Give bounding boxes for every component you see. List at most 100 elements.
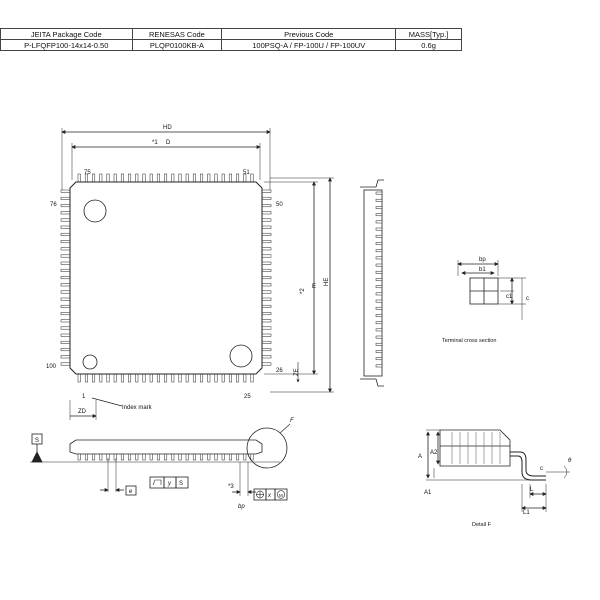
dim-star3: *3 [228,484,234,490]
package-pin [375,220,383,224]
dim-he: HE [324,278,330,286]
pin-label-50: 50 [276,202,283,208]
package-pin [113,453,117,461]
dim-zd: ZD [78,409,87,415]
table-cell: 100PSQ-A / FP-100U / FP-100UV [221,39,397,51]
package-pin [185,453,189,461]
package-pin [375,299,383,303]
dim-a1: A1 [424,490,432,496]
dim-c-detail: c [540,466,543,472]
pin-label-51: 51 [243,170,250,176]
dim-d: D [166,140,171,146]
package-pin [92,453,96,461]
package-pin [375,335,383,339]
package-pin [171,453,175,461]
dim-bp-cross: bp [479,257,486,263]
package-pin [375,306,383,310]
package-pin [375,263,383,267]
package-pin [375,191,383,195]
detail-f: A A2 A1 θ c L L1 Detail F [418,429,572,528]
package-pin [375,350,383,353]
package-pin [375,234,383,238]
tolerance-s: S [179,481,183,487]
dim-a2: A2 [430,450,438,456]
package-pin [120,453,124,461]
package-pin [375,249,383,253]
mold-mark-circle [83,199,107,223]
dim-theta: θ [568,458,572,464]
side-body [363,189,383,377]
datum-s: S [35,438,39,444]
package-pin [149,453,153,461]
index-mark-leader [91,397,123,407]
dim-a: A [418,454,422,460]
package-pin [128,453,132,461]
package-body [69,181,263,375]
dim-bp: bp [238,504,245,510]
table-row: P-LFQFP100-14x14-0.50 PLQP0100KB-A 100PS… [0,39,462,51]
dim-l1: L1 [523,510,530,516]
package-pin [375,328,383,332]
index-mark-label: Index mark [122,405,153,411]
package-pin [375,206,383,209]
package-pin [375,364,383,368]
dim-d-star: *1 [152,140,158,146]
side-view-horizontal: S F e y S *3 bp x [30,418,294,510]
package-pin [236,453,240,461]
package-pin [221,453,225,461]
pin-label-25: 25 [244,394,251,400]
package-pin [375,270,383,274]
package-pin [228,453,232,461]
package-pin [250,453,254,461]
package-pin [214,453,218,461]
package-pin [375,227,383,231]
dim-c1: c1 [506,294,513,300]
detail-f-circle [246,427,288,469]
side-view-vertical [360,179,384,387]
index-mark-circle [82,354,98,370]
pins-right [260,189,272,366]
package-pin [77,453,81,461]
pins-top [77,173,254,184]
package-pin [375,285,383,289]
dim-e-pitch: e [129,489,133,495]
detail-f-ref: F [290,418,294,424]
detail-f-label: Detail F [472,522,492,528]
pin-label-100: 100 [46,364,57,370]
pin-label-26: 26 [276,368,283,374]
package-pin [375,278,383,281]
package-pin [178,453,182,461]
package-pin [84,453,88,461]
package-pin [375,342,383,346]
package-pin [375,292,383,296]
mold-mark-circle [229,344,253,368]
package-pin [200,453,204,461]
pin-label-1: 1 [82,394,86,400]
pin-label-75: 75 [84,170,91,176]
tolerance-y: y [167,481,172,487]
package-pin [375,198,383,202]
package-pin [375,256,383,260]
tolerance-m: M [279,493,283,498]
table-cell: 0.6g [395,39,462,51]
terminal-cross-section-label: Terminal cross section [442,338,496,344]
side-pins [375,191,383,368]
table-cell: PLQP0100KB-A [131,39,223,51]
package-pin [156,453,160,461]
package-pin [142,453,146,461]
tolerance-x: x [267,493,272,499]
dim-l: L [530,487,534,493]
dim-e: E [312,284,316,290]
dim-e-box [125,485,137,496]
package-pin [99,453,103,461]
package-info-table: JEITA Package Code RENESAS Code Previous… [0,28,462,51]
package-pin [164,453,168,461]
dim-c: c [526,296,529,302]
package-pin [243,453,247,461]
package-pin [375,357,383,361]
dim-ze: ZE [294,368,300,376]
package-pin [207,453,211,461]
package-pin [375,213,383,217]
package-pin [192,453,196,461]
